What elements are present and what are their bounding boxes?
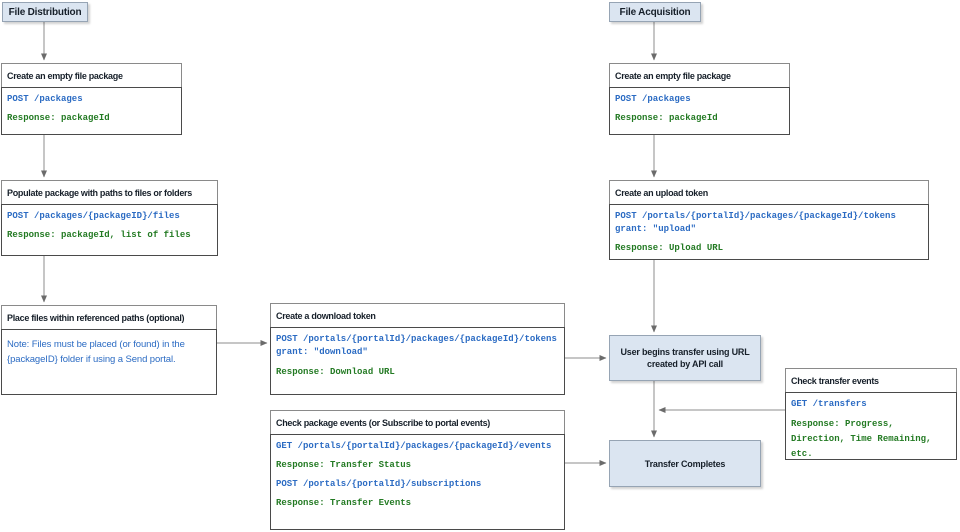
box-title: Check package events (or Subscribe to po…: [276, 418, 490, 428]
api-grant-line: grant: "upload": [615, 224, 697, 234]
box-dist-place-files: Place files within referenced paths (opt…: [1, 305, 217, 395]
node-label: Transfer Completes: [644, 458, 726, 469]
box-title: Create an empty file package: [615, 71, 731, 81]
box-package-events: Check package events (or Subscribe to po…: [270, 410, 565, 530]
box-dist-populate-package: Populate package with paths to files or …: [1, 180, 218, 256]
note-text: Note: Files must be placed (or found) in…: [7, 339, 185, 365]
api-response-line: Response: Progress, Direction, Time Rema…: [791, 419, 932, 459]
box-title: Place files within referenced paths (opt…: [7, 313, 185, 323]
node-transfer-completes: Transfer Completes: [609, 440, 761, 487]
box-body: Note: Files must be placed (or found) in…: [1, 329, 217, 395]
api-call-line: GET /portals/{portalId}/packages/{packag…: [276, 441, 552, 451]
api-call-line: POST /portals/{portalId}/subscriptions: [276, 479, 482, 489]
box-title: Create an upload token: [615, 188, 708, 198]
box-dist-create-package: Create an empty file package POST /packa…: [1, 63, 182, 135]
box-upload-token: Create an upload token POST /portals/{po…: [609, 180, 929, 260]
box-download-token: Create a download token POST /portals/{p…: [270, 303, 565, 395]
header-file-distribution: File Distribution: [2, 2, 88, 22]
api-call-line: POST /packages: [615, 94, 691, 104]
box-body: POST /packages Response: packageId: [609, 87, 790, 135]
header-file-acquisition: File Acquisition: [609, 2, 701, 22]
api-call-line: POST /packages/{packageID}/files: [7, 211, 180, 221]
box-title: Create a download token: [276, 311, 376, 321]
box-body: GET /transfers Response: Progress, Direc…: [785, 392, 957, 460]
api-call-line: POST /portals/{portalId}/packages/{packa…: [276, 334, 557, 344]
api-call-line: POST /portals/{portalId}/packages/{packa…: [615, 211, 896, 221]
box-body: POST /packages/{packageID}/files Respons…: [1, 204, 218, 256]
node-label: User begins transfer using URL created b…: [620, 347, 750, 369]
box-body: POST /packages Response: packageId: [1, 87, 182, 135]
box-title: Check transfer events: [791, 376, 879, 386]
api-response-line: Response: Transfer Status: [276, 460, 412, 470]
api-response-line: Response: Upload URL: [615, 243, 724, 253]
box-body: GET /portals/{portalId}/packages/{packag…: [270, 434, 565, 530]
api-response-line: Response: packageId: [7, 113, 110, 123]
box-acq-create-package: Create an empty file package POST /packa…: [609, 63, 790, 135]
api-grant-line: grant: "download": [276, 347, 368, 357]
box-title: Populate package with paths to files or …: [7, 188, 192, 198]
api-response-line: Response: Download URL: [276, 367, 395, 377]
api-call-line: GET /transfers: [791, 399, 867, 409]
box-body: POST /portals/{portalId}/packages/{packa…: [609, 204, 929, 260]
box-body: POST /portals/{portalId}/packages/{packa…: [270, 327, 565, 395]
api-response-line: Response: packageId: [615, 113, 718, 123]
node-user-begins-transfer: User begins transfer using URL created b…: [609, 335, 761, 381]
api-call-line: POST /packages: [7, 94, 83, 104]
api-response-line: Response: packageId, list of files: [7, 230, 191, 240]
box-title: Create an empty file package: [7, 71, 123, 81]
api-response-line: Response: Transfer Events: [276, 498, 412, 508]
box-check-transfer-events: Check transfer events GET /transfers Res…: [785, 368, 957, 460]
